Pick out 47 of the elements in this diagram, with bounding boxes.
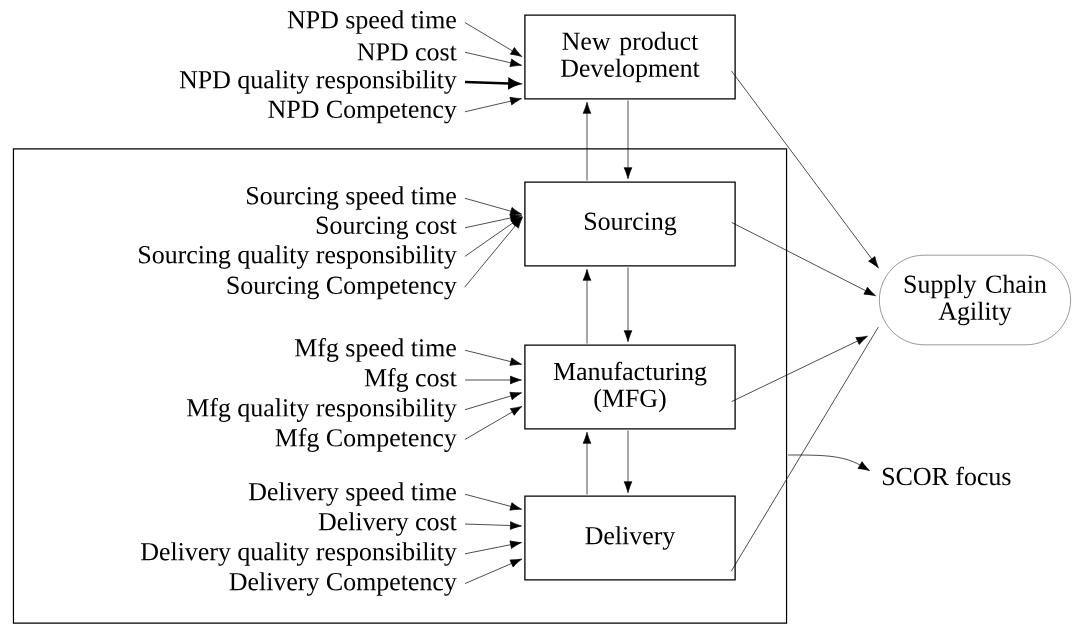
arrow — [464, 375, 522, 385]
arrow — [464, 558, 523, 584]
factor-label: NPD speed time — [287, 10, 456, 34]
factor-label: Mfg speed time — [295, 338, 456, 362]
arrow — [464, 51, 522, 67]
arrow — [623, 100, 633, 180]
arrow — [464, 349, 522, 366]
arrow — [731, 222, 876, 297]
arrow — [787, 454, 870, 471]
factor-label: Sourcing speed time — [247, 186, 456, 210]
arrow — [464, 521, 522, 530]
factor-label: Delivery speed time — [248, 482, 456, 506]
arrow — [582, 101, 592, 181]
arrow — [464, 406, 523, 440]
factor-label: NPD quality responsibility — [179, 70, 457, 94]
arrow — [582, 268, 592, 344]
arrow — [623, 267, 633, 343]
arrow — [464, 197, 522, 216]
factor-label: NPD Competency — [268, 100, 457, 124]
process-box: Sourcing — [524, 181, 736, 267]
factor-label: Delivery quality responsibility — [141, 542, 457, 566]
factor-label: Delivery cost — [318, 512, 457, 536]
process-box: Delivery — [524, 495, 736, 581]
factor-label: Mfg cost — [364, 368, 457, 392]
arrow — [464, 96, 522, 113]
arrow — [731, 335, 868, 402]
arrow — [464, 22, 523, 57]
factor-label: Mfg Competency — [275, 428, 457, 452]
arrow — [623, 430, 633, 494]
factor-label: Delivery Competency — [229, 572, 457, 596]
factor-label: Mfg quality responsibility — [187, 398, 457, 422]
factor-label: Sourcing Competency — [227, 276, 457, 300]
arrow — [464, 216, 523, 288]
factor-label: Sourcing quality responsibility — [139, 245, 457, 269]
process-box: Manufacturing (MFG) — [524, 344, 736, 430]
arrow — [464, 213, 522, 229]
focus-label: SCOR focus — [882, 466, 1011, 486]
factor-label: NPD cost — [357, 43, 457, 61]
arrow — [731, 70, 879, 269]
arrow — [582, 431, 592, 495]
process-box: New product Development — [524, 14, 736, 100]
factor-label: Sourcing cost — [316, 216, 457, 240]
arrow — [464, 391, 522, 411]
arrow — [464, 493, 522, 511]
arrow — [464, 78, 520, 89]
scope-boundary — [12, 148, 788, 624]
arrow — [464, 540, 522, 555]
